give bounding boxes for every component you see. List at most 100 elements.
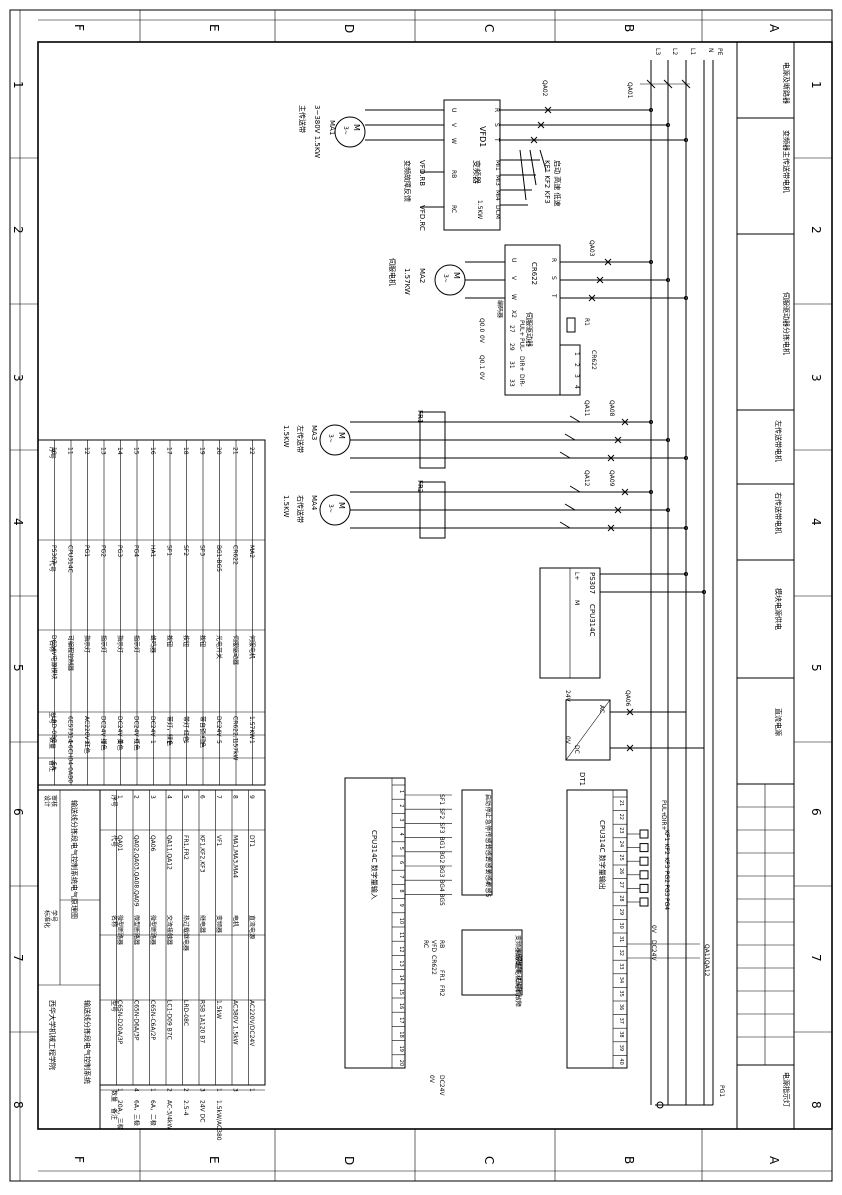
plc-in-num: 15 [398, 989, 404, 995]
plc-in-label: SF1 [438, 794, 445, 805]
zone-number-left: 2 [11, 226, 25, 234]
servo-name: CR622 [530, 262, 538, 285]
junction-dot [684, 138, 688, 142]
qa08-x [621, 418, 629, 426]
zone-letter-top: A [767, 24, 781, 33]
tb-design: 设计 [43, 795, 51, 807]
plc-in-num: 20 [398, 1060, 404, 1066]
bom2-cell: 1.5kW/AC380 [215, 1100, 222, 1141]
plc-output-title: CPU314C 数字量输出 [598, 820, 607, 890]
ma2-name: MA2 [418, 268, 426, 283]
plc-in-fault: 变频器故障 [514, 935, 522, 965]
vfd-fb-pin: RB [450, 170, 457, 178]
ma1-phase: 3~ [342, 126, 349, 135]
plc-in-desc: 传感2 [484, 844, 492, 860]
bom-cell: 指示灯 [100, 635, 108, 653]
bom-cell: 1 [100, 740, 107, 744]
strip-left-belt: 左传送带电机 [774, 420, 783, 462]
plc-out-num: 24 [618, 841, 624, 847]
tb-project: 输送线分拣段电气控制系统 [83, 1000, 92, 1084]
plc-out-num: 22 [618, 814, 624, 820]
plc-in-label: BG1 [438, 837, 445, 850]
plc-out-load: PG2 [663, 871, 670, 883]
bom-cell: 1 [199, 740, 206, 744]
servo-encoder: 编码器 [496, 300, 504, 318]
bom-cell: PG2 [100, 545, 107, 557]
qa09-label: QA09 [608, 470, 615, 487]
ma1-symbol: M [352, 124, 361, 131]
vfd-name: VFD1 [478, 126, 487, 147]
bom-cell: 1 [116, 740, 123, 744]
ma3-motor [319, 424, 351, 456]
servo-pin-out: U [510, 258, 517, 262]
bom-cell: 带自锁 红色 [199, 716, 207, 748]
plc-output-block [566, 789, 628, 1069]
bom-header: 序号 [48, 447, 56, 459]
plc-out-num: 27 [618, 882, 624, 888]
bom2-cell: C65N-D20A/3P [116, 1000, 123, 1045]
plc-in-desc: 传感1 [484, 832, 492, 848]
dc-diagonal [565, 699, 611, 761]
servo-plc-num: 4 [573, 385, 580, 389]
qa11-contact [564, 433, 576, 441]
bom-cell: LRD-08C [50, 716, 57, 742]
module-pin-m: M [573, 600, 580, 605]
qa03-x [588, 294, 596, 302]
servo-plc-link [559, 344, 581, 396]
plc-in-fault: 右电机故障 [514, 977, 522, 1007]
plc-out-num: 36 [618, 1004, 624, 1010]
junction-dot [666, 278, 670, 282]
bom2-cell: 4 [166, 795, 173, 799]
bom2-cell: LRD-08C [182, 1000, 189, 1026]
plc-in-num: 6 [398, 861, 404, 864]
bom2-cell: 9 [248, 795, 255, 799]
bom2-cell: QA11,QA12 [166, 835, 173, 870]
junction-dot [666, 438, 670, 442]
bom-cell: 伺服电机 [248, 635, 256, 659]
bom-cell: 1 [67, 740, 74, 744]
qa09-x [607, 524, 615, 532]
bom-cell: 20 [215, 447, 222, 455]
servo-plc-num: 3 [573, 374, 580, 378]
strip-servo: 伺服驱动器分拣电机 [782, 292, 791, 355]
zone-letter-bottom: C [482, 1156, 496, 1164]
ma1-motor [334, 116, 366, 148]
vfd-pin-out: W [450, 138, 457, 144]
zone-letter-top: F [72, 24, 86, 31]
bom-cell: PG4 [133, 545, 140, 557]
bom-cell: 11 [67, 447, 74, 455]
plc-in-desc: 传感3 [484, 857, 492, 873]
qa12-label: QA12 [583, 470, 590, 487]
bom-cell: 1.57KW [248, 716, 255, 739]
qa03-x [604, 258, 612, 266]
bom-header: 数量 [48, 737, 56, 749]
bom-cell: BG1-BG5 [215, 545, 222, 572]
servo-sig-num: 27 [508, 325, 515, 333]
plc-out-qa11: QA11 [703, 944, 710, 961]
strip-power: 电源及断路器 [782, 62, 791, 104]
plc-input-block [344, 777, 406, 1069]
plc-out-num: 31 [618, 936, 624, 942]
bom-cell: 带灯，绿色 [166, 716, 174, 746]
cpu314c-label: CPU314C [588, 604, 596, 637]
bom2-cell: 20A，三极 [116, 1100, 124, 1130]
bom2-cell: AC-3/4kW [166, 1100, 173, 1129]
bom2-cell: 交流接触器 [166, 915, 174, 945]
zone-number-right: 7 [809, 954, 823, 962]
zone-number-left: 4 [11, 518, 25, 526]
servo-pin-in: S [550, 276, 557, 280]
bom-cell: 21 [232, 447, 239, 455]
bus-label-l3: L3 [654, 48, 661, 55]
zone-letter-top: D [342, 24, 356, 33]
bom2-cell: 6A，三极 [133, 1100, 141, 1126]
plc-in-vfd: VFD [430, 940, 437, 953]
bom-cell: 14 [116, 447, 123, 455]
zone-number-right: 8 [809, 1101, 823, 1109]
junction-dot [684, 572, 688, 576]
bom2-cell: QA02,QA03,QA08,QA09 [133, 835, 140, 907]
plc-in-num: 3 [398, 818, 404, 821]
input-desc-box [461, 789, 493, 896]
bus-label-n: N [707, 48, 714, 53]
plc-in-label: BG5 [438, 893, 445, 906]
